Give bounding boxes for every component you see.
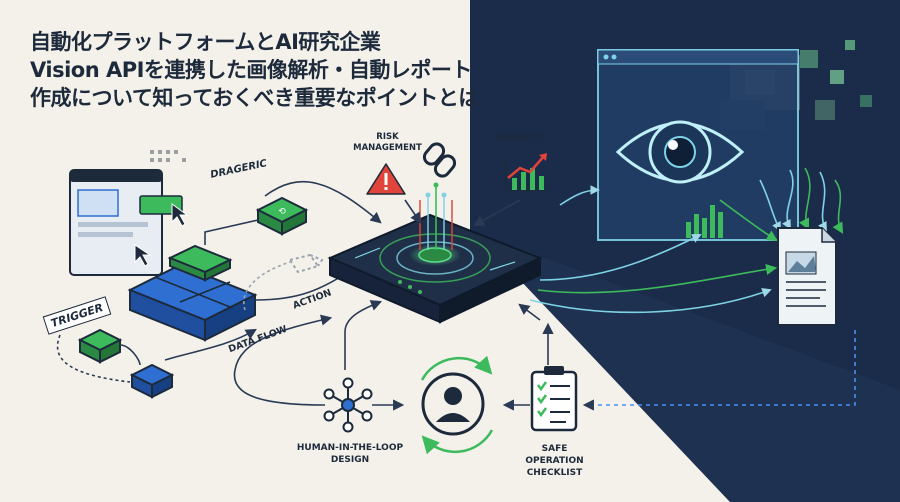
- human-in-the-loop-label: HUMAN-IN-THE-LOOP DESIGN: [296, 443, 404, 465]
- hub-beams: [419, 182, 453, 250]
- placeholder-node: [288, 253, 324, 274]
- page-title: 自動化プラットフォームとAI研究企業 Vision APIを連携した画像解析・自…: [30, 28, 500, 112]
- vision-screen: [597, 49, 799, 241]
- action-node: [129, 363, 175, 399]
- mouse-cursor-icon: [134, 244, 152, 267]
- dot-grid: [150, 150, 186, 162]
- dark-panel-beam: [470, 230, 900, 502]
- report-return-arrow: [582, 330, 856, 411]
- bottom-loop-connectors: [233, 300, 554, 411]
- sync-node: ⟲: [255, 196, 309, 236]
- chain-link-icon: [422, 142, 457, 178]
- mouse-cursor-icon: [171, 203, 189, 227]
- cycle-arrows: [420, 355, 494, 455]
- central-hub: [327, 213, 543, 324]
- warning-triangle-icon: [366, 163, 406, 195]
- title-line-3: 作成について知っておくべき重要なポイントとは: [30, 86, 479, 110]
- vision-output-lines: [719, 167, 844, 242]
- hub-connectors: [404, 185, 778, 314]
- person-icon: [421, 372, 485, 436]
- title-line-2: Vision APIを連携した画像解析・自動レポート: [30, 58, 472, 82]
- checklist-clipboard-icon: [530, 366, 578, 432]
- trend-chart-icon: [505, 153, 548, 191]
- security-label: SECURITY: [495, 133, 542, 143]
- screen-bar-chart: [686, 205, 723, 238]
- workflow-block-cluster: [127, 244, 258, 342]
- title-line-1: 自動化プラットフォームとAI研究企業: [30, 30, 381, 54]
- eye-icon: [615, 120, 745, 184]
- report-document-icon: [777, 227, 837, 326]
- browser-window: [69, 169, 163, 276]
- drag-block: [139, 195, 189, 227]
- risk-management-label: RISK MANAGEMENT: [353, 132, 422, 153]
- network-nodes-icon: [323, 377, 373, 433]
- safe-operation-checklist-label: SAFE OPERATION CHECKLIST: [525, 444, 584, 478]
- trigger-node: [77, 328, 123, 364]
- svg-text:⟲: ⟲: [278, 207, 286, 217]
